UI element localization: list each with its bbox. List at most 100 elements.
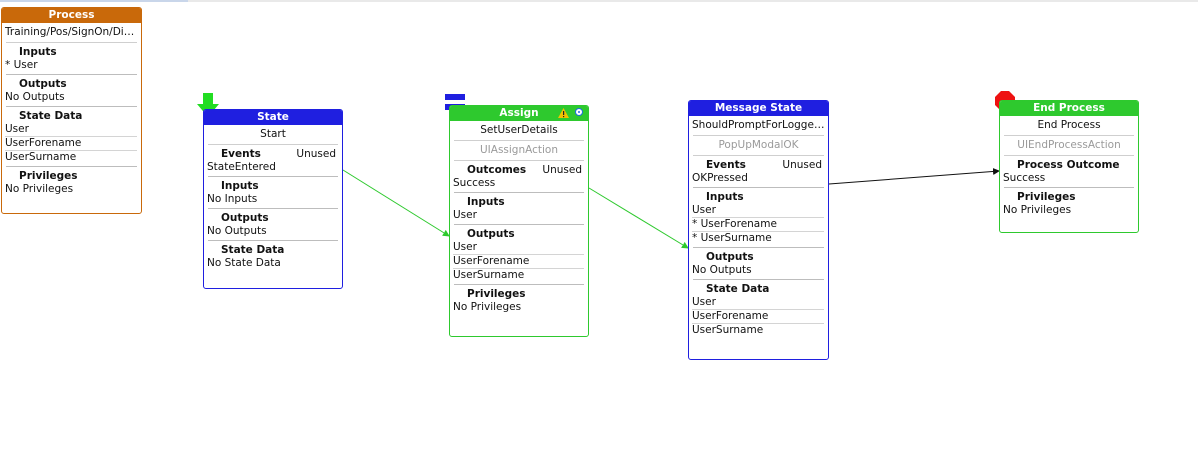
section-title: State Data bbox=[221, 244, 285, 256]
assign-privileges-section: Privileges No Privileges bbox=[453, 288, 584, 314]
section-title: Outputs bbox=[19, 78, 67, 90]
divider bbox=[1004, 135, 1134, 136]
assign-inputs-section: Inputs User bbox=[453, 196, 584, 222]
process-node[interactable]: Process Training/Pos/SignOn/Displ... Inp… bbox=[1, 7, 142, 214]
divider bbox=[6, 106, 137, 107]
message-state-event-item: OKPressed bbox=[692, 172, 748, 184]
section-title: State Data bbox=[706, 283, 770, 295]
wire-message-state-to-end[interactable] bbox=[828, 167, 1000, 185]
section-title: Outcomes Unused bbox=[454, 164, 584, 177]
divider bbox=[6, 42, 137, 43]
divider bbox=[454, 284, 584, 285]
section-title: Privileges bbox=[467, 288, 526, 300]
end-process-privilege-item: No Privileges bbox=[1003, 204, 1072, 216]
end-process-action: UIEndProcessAction bbox=[1017, 139, 1121, 151]
gear-icon[interactable] bbox=[575, 108, 583, 116]
end-process-privileges-section: Privileges No Privileges bbox=[1003, 191, 1134, 217]
divider bbox=[454, 160, 584, 161]
wire-state-to-assign[interactable] bbox=[342, 169, 450, 237]
process-path: Training/Pos/SignOn/Displ... bbox=[5, 26, 141, 38]
message-state-header: Message State bbox=[689, 101, 828, 116]
warning-icon[interactable] bbox=[558, 108, 569, 118]
message-state-state-data-item: User bbox=[692, 296, 824, 310]
message-state-inputs-section: Inputs User * UserForename * UserSurname bbox=[692, 191, 824, 245]
message-state-node[interactable]: Message State ShouldPromptForLoggedi... … bbox=[688, 100, 829, 360]
assign-node[interactable]: Assign SetUserDetails UIAssignAction Out… bbox=[449, 105, 589, 337]
divider bbox=[693, 279, 824, 280]
section-title: Outputs bbox=[467, 228, 515, 240]
divider bbox=[1004, 155, 1134, 156]
assign-output-item: UserForename bbox=[453, 255, 584, 269]
section-title: Events Unused bbox=[693, 159, 824, 172]
process-privileges-section: Privileges No Privileges bbox=[5, 170, 137, 196]
state-outputs-section: Outputs No Outputs bbox=[207, 212, 338, 238]
state-name: Start bbox=[260, 128, 286, 140]
top-strip-accent bbox=[0, 0, 188, 2]
section-title: Inputs bbox=[221, 180, 259, 192]
assign-header-text: Assign bbox=[499, 107, 539, 119]
process-header: Process bbox=[2, 8, 141, 23]
message-state-output-item: No Outputs bbox=[692, 264, 752, 276]
assign-outputs-section: Outputs User UserForename UserSurname bbox=[453, 228, 584, 282]
state-events-section: Events Unused StateEntered bbox=[207, 148, 338, 174]
section-title-text: Events bbox=[221, 148, 261, 160]
section-title-text: Events bbox=[706, 159, 746, 171]
divider bbox=[1004, 187, 1134, 188]
divider bbox=[208, 208, 338, 209]
message-state-state-data-item: UserForename bbox=[692, 310, 824, 324]
divider bbox=[208, 144, 338, 145]
message-state-outputs-section: Outputs No Outputs bbox=[692, 251, 824, 277]
process-state-data-item: User bbox=[5, 123, 137, 137]
process-output-item: No Outputs bbox=[5, 91, 65, 103]
top-strip bbox=[0, 0, 1198, 2]
process-inputs-section: Inputs * User bbox=[5, 46, 137, 72]
end-process-node[interactable]: End Process End Process UIEndProcessActi… bbox=[999, 100, 1139, 233]
process-input-item: * User bbox=[5, 59, 38, 71]
assign-outcomes-section: Outcomes Unused Success bbox=[453, 164, 584, 190]
section-title: Inputs bbox=[706, 191, 744, 203]
divider bbox=[693, 247, 824, 248]
section-title: Outputs bbox=[221, 212, 269, 224]
end-process-name: End Process bbox=[1037, 119, 1101, 131]
message-state-input-item: * UserForename bbox=[692, 218, 824, 232]
state-state-data-section: State Data No State Data bbox=[207, 244, 338, 270]
section-title: State Data bbox=[19, 110, 83, 122]
state-event-item: StateEntered bbox=[207, 161, 276, 173]
outcomes-status: Unused bbox=[542, 164, 582, 176]
assign-outcome-item: Success bbox=[453, 177, 496, 189]
end-process-outcome-section: Process Outcome Success bbox=[1003, 159, 1134, 185]
message-state-state-data-section: State Data User UserForename UserSurname bbox=[692, 283, 824, 337]
process-state-data-item: UserForename bbox=[5, 137, 137, 151]
events-status: Unused bbox=[296, 148, 336, 160]
state-inputs-section: Inputs No Inputs bbox=[207, 180, 338, 206]
divider bbox=[454, 140, 584, 141]
wire-assign-to-message-state[interactable] bbox=[588, 187, 689, 249]
assign-action: UIAssignAction bbox=[479, 144, 559, 156]
divider bbox=[6, 166, 137, 167]
process-outputs-section: Outputs No Outputs bbox=[5, 78, 137, 104]
section-title: Privileges bbox=[19, 170, 78, 182]
divider bbox=[693, 135, 824, 136]
assign-privilege-item: No Privileges bbox=[453, 301, 522, 313]
assign-name: SetUserDetails bbox=[480, 124, 558, 136]
section-title: Outputs bbox=[706, 251, 754, 263]
state-input-item: No Inputs bbox=[207, 193, 258, 205]
assign-header: Assign bbox=[450, 106, 588, 121]
message-state-name: ShouldPromptForLoggedi... bbox=[692, 119, 828, 131]
state-node[interactable]: State Start Events Unused StateEntered I… bbox=[203, 109, 343, 289]
process-privilege-item: No Privileges bbox=[5, 183, 74, 195]
state-header: State bbox=[204, 110, 342, 125]
divider bbox=[208, 176, 338, 177]
section-title: Inputs bbox=[467, 196, 505, 208]
process-state-data-section: State Data User UserForename UserSurname bbox=[5, 110, 137, 164]
message-state-input-item: * UserSurname bbox=[692, 232, 772, 244]
divider bbox=[693, 155, 824, 156]
divider bbox=[208, 240, 338, 241]
section-title: Process Outcome bbox=[1017, 159, 1120, 171]
divider bbox=[6, 74, 137, 75]
divider bbox=[454, 224, 584, 225]
divider bbox=[693, 187, 824, 188]
section-title: Events Unused bbox=[208, 148, 338, 161]
divider bbox=[454, 192, 584, 193]
